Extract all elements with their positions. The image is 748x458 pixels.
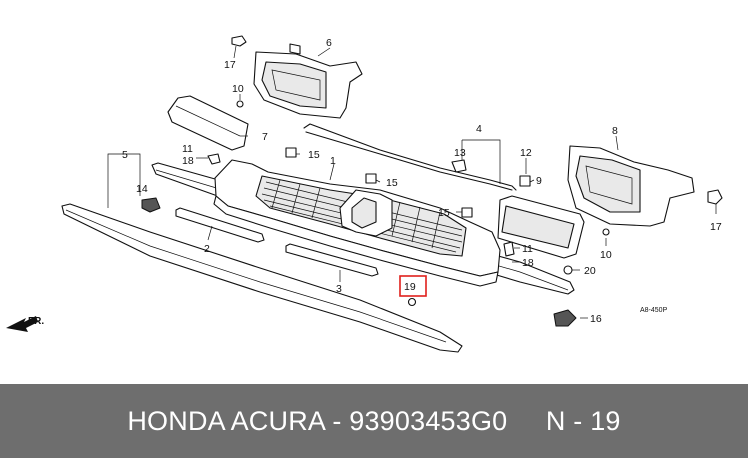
callout-10: 10 <box>232 83 244 95</box>
footer-text: HONDA ACURA - 93903453G0 N - 19 <box>127 406 620 437</box>
callout-4: 4 <box>476 123 482 135</box>
callout-5: 5 <box>122 149 128 161</box>
front-direction-arrow: FR. <box>6 316 44 332</box>
part-4-rod <box>303 123 517 191</box>
callout-17: 17 <box>224 59 236 71</box>
parts-diagram-svg: 6 17 10 7 11 18 5 14 15 1 15 4 13 12 9 8… <box>6 35 723 353</box>
callout-14: 14 <box>136 183 148 195</box>
highlight-box-19 <box>399 275 427 297</box>
callout-7: 7 <box>262 131 268 143</box>
part-7-side-molding <box>167 95 249 151</box>
parts-diagram: 6 17 10 7 11 18 5 14 15 1 15 4 13 12 9 8… <box>6 35 723 353</box>
callout-9: 9 <box>536 175 542 187</box>
part-5-lower-molding <box>61 203 463 353</box>
callout-11: 11 <box>182 143 193 155</box>
callout-6: 6 <box>326 37 332 49</box>
callout-3: 3 <box>336 283 342 295</box>
callout-12: 12 <box>520 147 532 159</box>
callout-8: 8 <box>612 125 618 137</box>
part-8-right-bracket <box>567 145 695 227</box>
callout-18: 18 <box>522 257 534 269</box>
footer-bar: HONDA ACURA - 93903453G0 N - 19 <box>0 384 748 458</box>
front-direction-label: FR. <box>28 316 44 327</box>
footer-gap <box>507 406 546 436</box>
callout-10: 10 <box>600 249 612 261</box>
callout-1: 1 <box>330 155 336 167</box>
part-1-grille <box>213 159 501 287</box>
part-3-strip <box>285 243 379 277</box>
part-9-cover <box>497 195 585 259</box>
callout-16: 16 <box>590 313 602 325</box>
hardware <box>141 35 723 327</box>
part-2-strip <box>175 207 265 243</box>
callout-15: 15 <box>438 207 450 219</box>
callout-11: 11 <box>522 243 533 255</box>
callout-13: 13 <box>454 147 466 159</box>
footer-brand: HONDA ACURA <box>127 405 325 436</box>
footer-separator: - <box>324 405 350 436</box>
callout-2: 2 <box>204 243 210 255</box>
callout-15: 15 <box>308 149 320 161</box>
callout-17: 17 <box>710 221 722 233</box>
footer-position-label: N - 19 <box>545 405 621 436</box>
diagram-code: A8-450P <box>640 307 668 314</box>
callout-labels: 6 17 10 7 11 18 5 14 15 1 15 4 13 12 9 8… <box>122 37 722 325</box>
callout-15: 15 <box>386 177 398 189</box>
callout-20: 20 <box>584 265 596 277</box>
part-6-left-bracket <box>253 43 363 119</box>
footer-part-number: 93903453G0 <box>349 405 508 436</box>
leader-lines <box>107 45 717 319</box>
callout-19: 19 <box>404 281 416 293</box>
callout-18: 18 <box>182 155 194 167</box>
